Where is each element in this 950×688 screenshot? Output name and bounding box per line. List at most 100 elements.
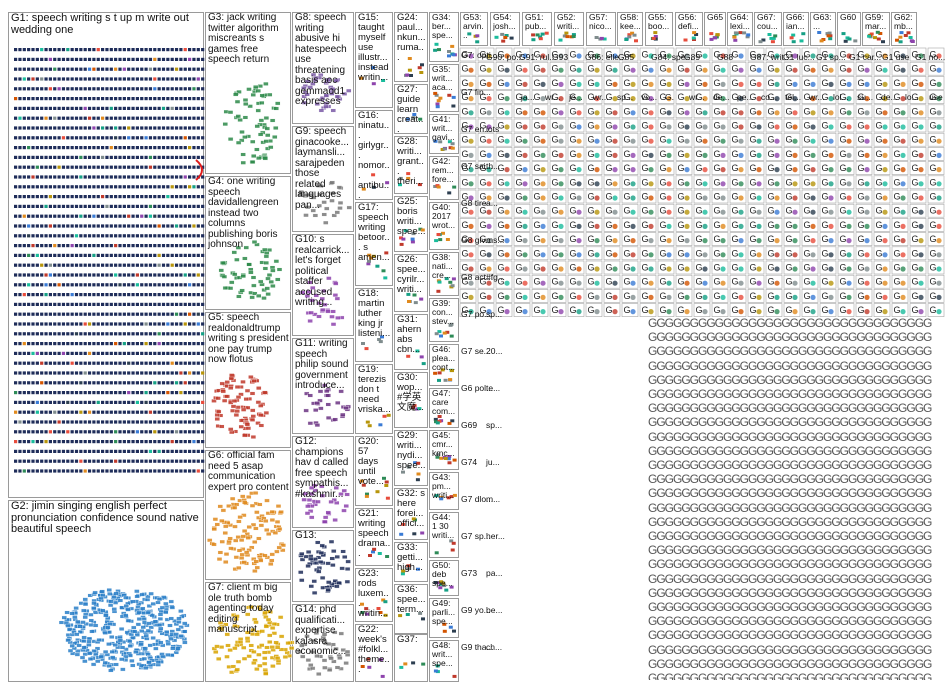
tiny-group-label: G [516, 121, 523, 131]
g2-node [102, 660, 109, 665]
g1-node [27, 440, 31, 444]
g1-node [61, 185, 66, 189]
g1-node [127, 214, 131, 218]
tiny-group-node [846, 294, 852, 300]
g1-node [101, 126, 105, 130]
g1-node [61, 283, 66, 287]
g1-node [66, 224, 70, 228]
g12-node [309, 515, 315, 520]
tiny-group-node [774, 238, 780, 244]
g1-node [66, 283, 70, 287]
g1-node [166, 351, 170, 355]
small-group-node [385, 496, 390, 500]
g1-node [96, 253, 100, 257]
g1-node [183, 175, 187, 179]
g1-node [114, 214, 118, 218]
g1-node [48, 214, 52, 218]
g12-node [341, 508, 347, 513]
g1-node [83, 165, 87, 169]
tiny-group-node [900, 280, 906, 286]
tiny-group-node [774, 96, 780, 102]
g1-node [157, 449, 161, 453]
g1-node [114, 440, 118, 444]
g1-node [153, 391, 157, 395]
tiny-group-node [702, 96, 708, 102]
small-group-node [384, 251, 389, 255]
g1-node [122, 263, 126, 267]
g1-node [144, 185, 148, 189]
g1-node [114, 371, 118, 375]
g1-node [148, 430, 153, 434]
g1-node [179, 214, 183, 218]
g2-node [169, 605, 176, 610]
g1-node [31, 155, 35, 159]
tiny-group-node [558, 124, 564, 130]
tiny-group-node [738, 67, 744, 73]
g1-node [74, 136, 79, 140]
small-group-node [733, 31, 738, 35]
g1-node [114, 195, 118, 199]
g5-node [249, 408, 256, 413]
g1-node [105, 234, 109, 238]
small-group-node [365, 420, 370, 424]
g1-node [188, 175, 192, 179]
small-group-node [847, 37, 852, 41]
g2-node [94, 646, 101, 651]
g1-node [48, 106, 52, 110]
g1-node [53, 87, 57, 91]
g1-node [57, 342, 61, 346]
tiny-group-node [846, 195, 852, 201]
tiny-group-node [576, 181, 582, 187]
g1-node [92, 430, 96, 434]
g11-node [314, 423, 321, 428]
g1-node [35, 361, 39, 365]
tiny-group-node [666, 167, 672, 173]
tiny-group-label: G [606, 305, 613, 315]
small-group-node [449, 334, 454, 338]
g1-node [40, 263, 44, 267]
tiny-group-label: G [894, 106, 901, 116]
g6-node [258, 523, 265, 528]
g1-node [161, 214, 166, 218]
small-group-node [434, 494, 439, 498]
g1-node [87, 77, 92, 81]
g1-node [31, 459, 35, 463]
g1-node [201, 204, 205, 208]
g1-node [166, 430, 170, 434]
tiny-group-node [630, 181, 636, 187]
tiny-group-label: G [678, 291, 685, 301]
tiny-group-label: G [804, 206, 811, 216]
tiny-group-node [486, 266, 492, 272]
g1-node [174, 214, 179, 218]
tiny-group-node [828, 96, 834, 102]
g1-node [161, 204, 166, 208]
g1-node [96, 195, 100, 199]
row2-label: G85 [618, 52, 634, 62]
g1-node [66, 87, 70, 91]
g1-node [161, 351, 166, 355]
tiny-group-node [738, 53, 744, 59]
g1-node [22, 244, 26, 248]
tiny-group-label: G [480, 263, 487, 273]
g1-node [109, 273, 113, 277]
tiny-group-node [594, 195, 600, 201]
g1-node [53, 400, 57, 404]
g1-node [122, 214, 126, 218]
g1-node [66, 48, 70, 52]
g1-node [201, 165, 205, 169]
g2-node [112, 643, 119, 647]
g1-node [14, 400, 18, 404]
g1-node [201, 116, 205, 120]
tiny-group-node [918, 280, 924, 286]
tiny-group-node [468, 167, 474, 173]
g2-node [156, 597, 163, 602]
small-group-node [746, 33, 751, 37]
g1-node [92, 459, 96, 463]
g14-node [337, 656, 343, 660]
g1-node [18, 97, 22, 101]
g6-node [237, 515, 243, 520]
tiny-group-label: G [840, 177, 847, 187]
tiny-group-node [882, 96, 888, 102]
g1-node [31, 67, 35, 71]
g1-node [170, 136, 174, 140]
